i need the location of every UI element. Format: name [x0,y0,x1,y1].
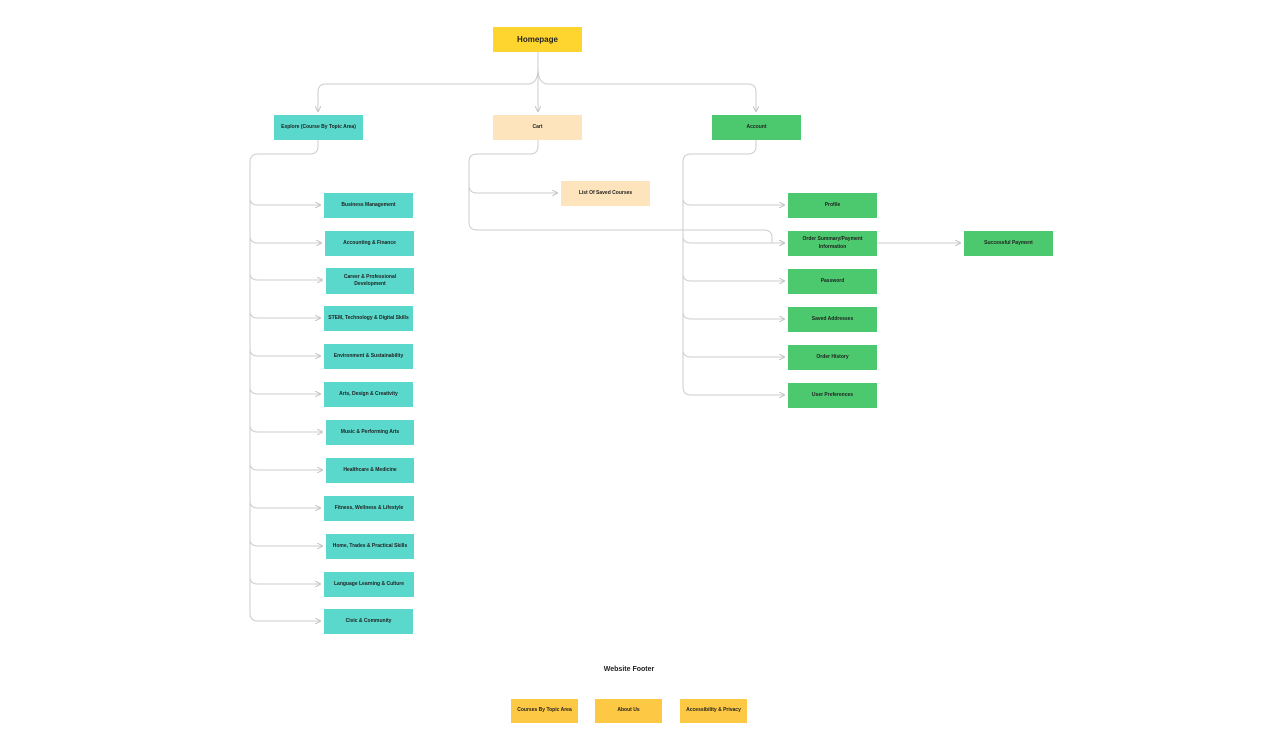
explore-item-business-management[interactable]: Business Management [324,193,413,218]
footer-heading: Website Footer [603,666,655,673]
explore-item-environment[interactable]: Environment & Sustainability [324,344,413,369]
footer-link-courses[interactable]: Courses By Topic Area [511,699,578,723]
cart-node[interactable]: Cart [493,115,582,140]
connector-home-explore [318,67,539,111]
connector-account-trunk [682,140,784,395]
explore-item-accounting-finance[interactable]: Accounting & Finance [325,231,414,256]
account-item-saved-addresses[interactable]: Saved Addresses [788,307,877,332]
account-item-user-preferences[interactable]: User Preferences [788,383,877,408]
account-item-order-history[interactable]: Order History [788,345,877,370]
footer-link-accessibility[interactable]: Accessibility & Privacy [680,699,747,723]
account-item-profile[interactable]: Profile [788,193,877,218]
explore-item-stem-technology[interactable]: STEM, Technology & Digital Skills [324,306,413,331]
explore-item-fitness-wellness[interactable]: Fitness, Wellness & Lifestyle [324,496,414,521]
account-node[interactable]: Account [712,115,801,140]
explore-item-career-development[interactable]: Career & Professional Development [326,268,414,294]
explore-item-music-performing-arts[interactable]: Music & Performing Arts [326,420,414,445]
footer-link-about-us[interactable]: About Us [595,699,662,723]
explore-node[interactable]: Explore (Course By Topic Area) [274,115,363,140]
account-item-order-summary[interactable]: Order Summary/Payment Information [788,231,877,256]
explore-item-arts-design[interactable]: Arts, Design & Creativity [324,382,413,407]
connector-home-account [537,67,756,111]
successful-payment-node[interactable]: Successful Payment [964,231,1053,256]
connector-explore-trunk [249,140,320,621]
explore-item-healthcare-medicine[interactable]: Healthcare & Medicine [326,458,414,483]
explore-item-civic-community[interactable]: Civic & Community [324,609,413,634]
account-item-password[interactable]: Password [788,269,877,294]
homepage-node[interactable]: Homepage [493,27,582,52]
connector-cart-trunk [468,140,784,243]
cart-item-saved-courses[interactable]: List Of Saved Courses [561,181,650,206]
explore-item-language-culture[interactable]: Language Learning & Culture [324,572,414,597]
explore-item-home-trades[interactable]: Home, Trades & Practical Skills [326,534,414,559]
